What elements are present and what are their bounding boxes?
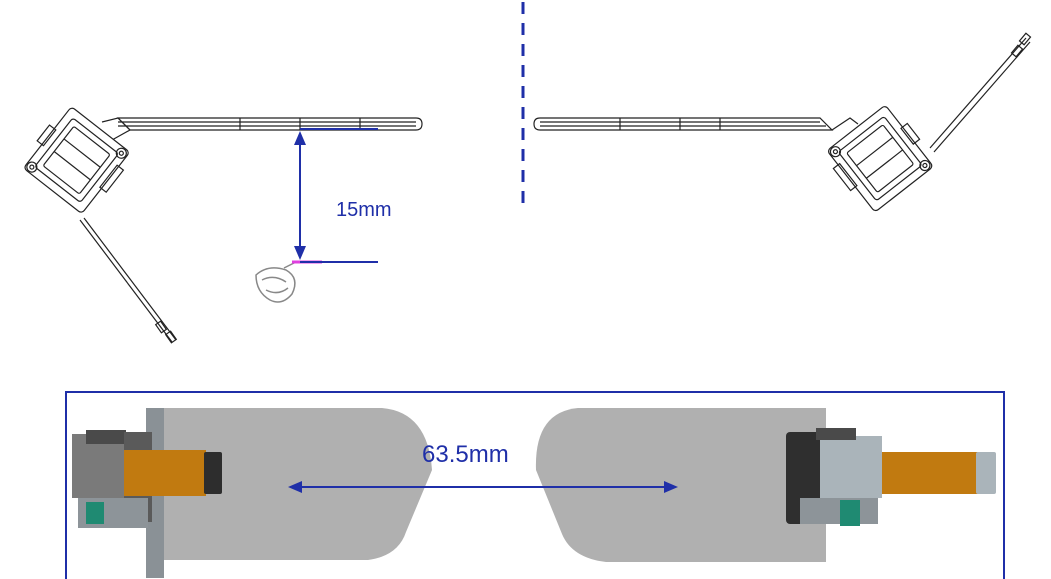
left-flex-cable (124, 450, 206, 496)
eye-relief-label: 15mm (336, 199, 392, 221)
left-optical-module-top (24, 107, 423, 344)
front-view-frame (65, 391, 1005, 579)
right-connector (840, 500, 860, 526)
right-optical-module-top (533, 32, 1032, 212)
eye-relief-dimension: 15mm (294, 128, 392, 263)
top-view: 15mm (24, 2, 1032, 344)
ipd-dimension: 63.5mm (288, 441, 678, 493)
left-optical-module-front (72, 408, 432, 578)
ipd-label: 63.5mm (422, 441, 509, 468)
right-optical-module-front (535, 408, 996, 562)
front-view: 63.5mm (65, 391, 1005, 579)
right-waveguide-lens (535, 408, 826, 562)
right-flex-cable (882, 452, 978, 494)
eye-icon (255, 260, 322, 303)
left-connector (86, 502, 104, 524)
